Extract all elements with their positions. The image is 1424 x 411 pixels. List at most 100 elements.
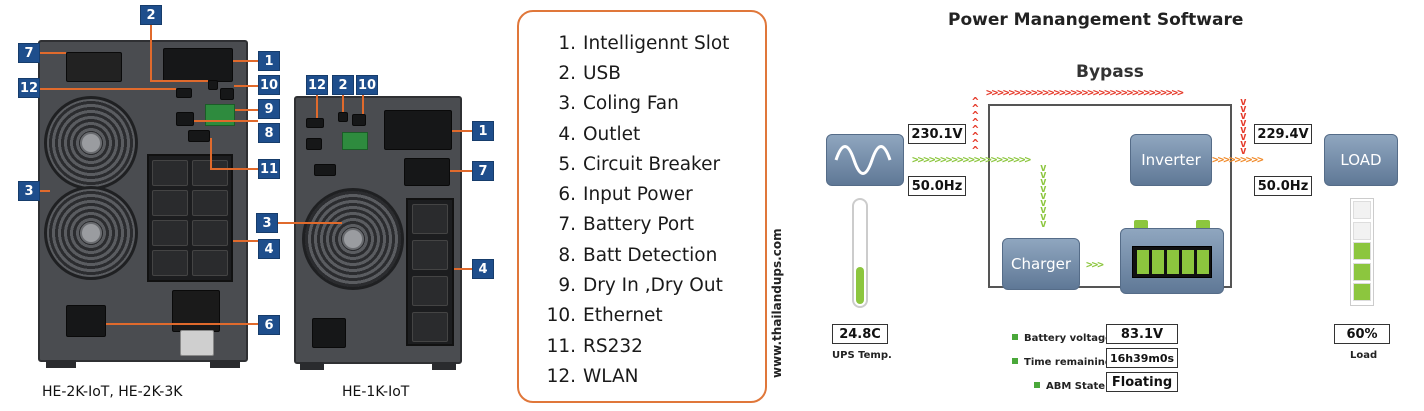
callout-9: 9 [258, 99, 280, 119]
load-caption: Load [1350, 350, 1378, 361]
temperature-label: UPS Temp. [832, 350, 892, 361]
battery-voltage-label: Battery voltage [1024, 333, 1112, 344]
battery-cell [1182, 250, 1194, 274]
battery-cell [1152, 250, 1164, 274]
wlan-port-1k [306, 118, 324, 128]
legend-item-number: 10. [546, 305, 576, 327]
legend-item-label: Ethernet [583, 305, 663, 327]
legend-item: 11. RS232 [519, 331, 765, 361]
legend-item-label: Batt Detection [583, 244, 718, 266]
intelligent-slot-1k [384, 110, 452, 150]
watermark: www.thailandups.com [770, 228, 784, 378]
legend-item-label: Outlet [583, 123, 641, 145]
legend-item: 8. Batt Detection [519, 240, 765, 270]
bypass-path-left: ^^^^^^^^ [972, 95, 979, 157]
caption-2k: HE-2K-IoT, HE-2K-3K [42, 384, 183, 400]
legend-item-number: 1. [558, 32, 576, 54]
legend-item: 5.Circuit Breaker [519, 149, 765, 179]
callout-1k-4: 4 [472, 259, 494, 279]
legend-item: 10. Ethernet [519, 301, 765, 331]
legend-item-number: 7. [558, 214, 576, 236]
load-segment [1353, 201, 1371, 219]
dry-contact-1k [342, 132, 368, 150]
legend-item: 1. Intelligennt Slot [519, 28, 765, 58]
caption-1k: HE-1K-IoT [342, 384, 410, 400]
battery-voltage-value: 83.1V [1106, 324, 1178, 344]
legend-item-number: 6. [558, 184, 576, 206]
load-segment [1353, 283, 1371, 301]
legend-item-label: Coling Fan [583, 93, 679, 115]
battery-flow-line: >>> [1086, 258, 1104, 271]
legend-item-number: 12. [546, 365, 576, 387]
ups-frame [988, 104, 1232, 288]
legend-item-label: Intelligennt Slot [583, 32, 730, 54]
cooling-fan-1k [302, 188, 404, 290]
legend-item: 7. Battery Port [519, 210, 765, 240]
callout-1k-3: 3 [256, 213, 278, 233]
rs232-port [188, 130, 210, 142]
temperature-gauge [852, 198, 868, 308]
ethernet-port-1k [352, 114, 366, 126]
legend-item-label: Battery Port [583, 214, 695, 236]
callout-1: 1 [258, 51, 280, 71]
legend-item: 12. WLAN [519, 361, 765, 391]
usb-port [208, 80, 218, 90]
legend-item-number: 9. [558, 275, 576, 297]
legend-item-label: Input Power [583, 184, 693, 206]
legend-item-number: 4. [558, 123, 576, 145]
callout-1k-1: 1 [472, 121, 494, 141]
load-segment [1353, 221, 1371, 240]
abm-state-row: ABM State [1034, 374, 1105, 393]
abm-state-label: ABM State [1046, 381, 1106, 392]
output-voltage: 229.4V [1254, 124, 1312, 144]
legend-item: 3. Coling Fan [519, 89, 765, 119]
battery-cell [1137, 250, 1149, 274]
load-segment [1353, 262, 1371, 281]
legend-item-label: Circuit Breaker [583, 153, 721, 175]
ac-input-tile [826, 134, 904, 186]
software-title: Power Manangement Software [948, 10, 1244, 30]
battery-port-1k [404, 158, 450, 186]
time-remaining-row: Time remaining [1012, 350, 1112, 369]
time-remaining-label: Time remaining [1024, 357, 1113, 368]
legend-item-number: 3. [558, 93, 576, 115]
charger-tile: Charger [1002, 238, 1080, 290]
legend-item-label: RS232 [583, 335, 643, 357]
callout-2: 2 [140, 5, 162, 25]
callout-4: 4 [258, 239, 280, 259]
battery-port [66, 52, 122, 82]
legend-item-label: WLAN [583, 365, 639, 387]
usb-port-1k [338, 112, 348, 122]
input-voltage: 230.1V [908, 124, 966, 144]
circuit-breaker [172, 290, 220, 332]
ethernet-port [220, 88, 234, 100]
legend-item-number: 2. [558, 62, 576, 84]
input-frequency: 50.0Hz [908, 176, 966, 196]
callout-7: 7 [18, 43, 40, 63]
battery-voltage-row: Battery voltage [1012, 326, 1112, 345]
load-gauge [1350, 198, 1374, 306]
inverter-tile: Inverter [1130, 134, 1212, 186]
time-remaining-value: 16h39m0s [1106, 348, 1178, 368]
main-flow-line: >>>>>>>>>>>>>>>>>>>>> [912, 153, 1031, 166]
rs232-port-1k [314, 164, 336, 176]
input-power-socket-1k [312, 318, 346, 348]
intelligent-slot [163, 48, 233, 82]
legend-item-number: 8. [558, 244, 576, 266]
load-tile: LOAD [1324, 134, 1398, 186]
legend-item: 2. USB [519, 58, 765, 88]
batt-detection-1k [306, 138, 322, 150]
legend-item-label: USB [583, 62, 621, 84]
wlan-port [176, 88, 192, 98]
input-power-socket [66, 305, 106, 337]
legend-item-number: 11. [546, 335, 576, 357]
callout-1k-10: 10 [356, 75, 378, 95]
dry-contact [205, 104, 235, 126]
callout-1k-12: 12 [306, 75, 328, 95]
output-frequency: 50.0Hz [1254, 176, 1312, 196]
callout-8: 8 [258, 123, 280, 143]
callout-3: 3 [18, 181, 40, 201]
sine-wave-icon [834, 145, 892, 175]
